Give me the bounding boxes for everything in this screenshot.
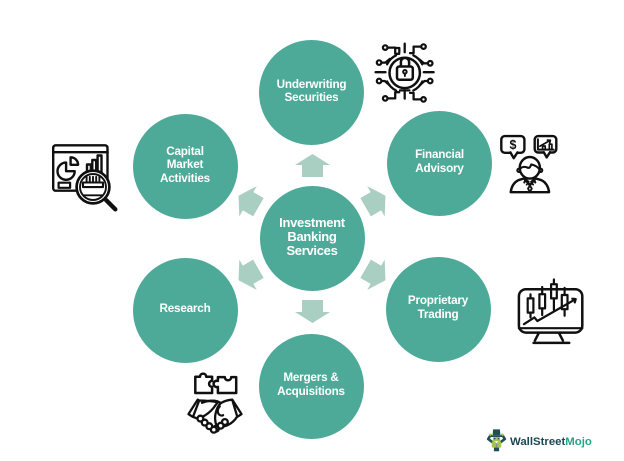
svg-text:$: $ <box>510 138 517 152</box>
